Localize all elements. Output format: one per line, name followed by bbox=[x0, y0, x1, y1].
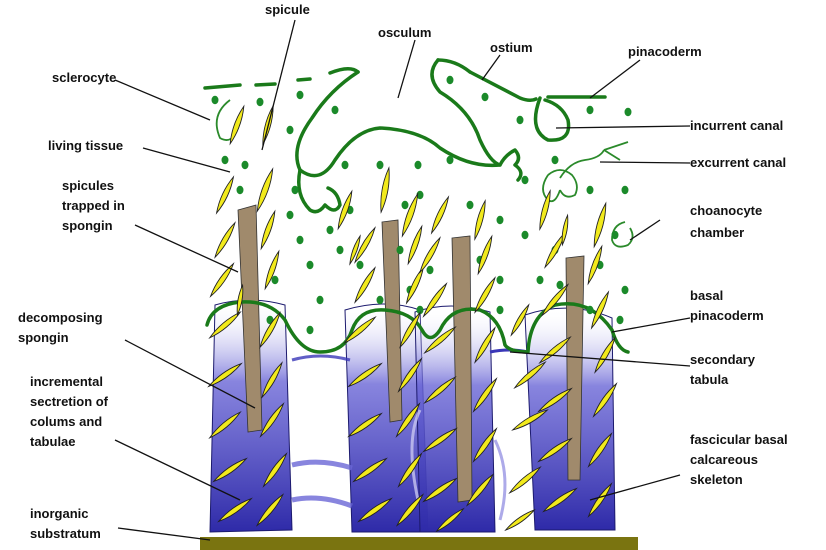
label-choanocyte-chamber: choanocyte chamber bbox=[690, 203, 766, 240]
cell bbox=[617, 316, 624, 324]
spicule-shape bbox=[476, 235, 495, 274]
cell bbox=[517, 116, 524, 124]
cell bbox=[625, 108, 632, 116]
spicule-shape bbox=[406, 225, 425, 264]
cell bbox=[415, 161, 422, 169]
cell bbox=[257, 98, 264, 106]
spicule-shape bbox=[504, 508, 535, 532]
cell bbox=[342, 161, 349, 169]
label-pinacoderm: pinacoderm bbox=[628, 44, 702, 59]
cell bbox=[467, 201, 474, 209]
cell bbox=[317, 296, 324, 304]
spicule-shape bbox=[228, 105, 247, 144]
spicule-shape bbox=[473, 276, 498, 313]
label-osculum: osculum bbox=[378, 25, 431, 40]
spicule-shape bbox=[214, 176, 236, 214]
label-fascicular-basal: fascicular basal calcareous skeleton bbox=[690, 432, 791, 487]
label-basal-pinacoderm: basal pinacoderm bbox=[690, 288, 764, 323]
label-inorganic-substratum: inorganic substratum bbox=[30, 506, 101, 541]
cell bbox=[402, 201, 409, 209]
cell bbox=[497, 276, 504, 284]
cell bbox=[237, 186, 244, 194]
spicule-shape bbox=[208, 262, 235, 298]
cell bbox=[482, 93, 489, 101]
cell bbox=[292, 186, 299, 194]
label-ostium: ostium bbox=[490, 40, 533, 55]
cell bbox=[337, 246, 344, 254]
cell bbox=[357, 261, 364, 269]
cell bbox=[287, 126, 294, 134]
cell bbox=[327, 226, 334, 234]
cell bbox=[212, 96, 219, 104]
cell bbox=[587, 186, 594, 194]
cell bbox=[377, 296, 384, 304]
spicule-shape bbox=[378, 167, 392, 212]
label-secondary-tabula: secondary tabula bbox=[690, 352, 759, 387]
cell bbox=[307, 261, 314, 269]
spicule-shape bbox=[263, 250, 282, 289]
label-spicule: spicule bbox=[265, 2, 310, 17]
cell bbox=[522, 176, 529, 184]
cell bbox=[272, 276, 279, 284]
label-living-tissue: living tissue bbox=[48, 138, 123, 153]
spicule-shape bbox=[213, 221, 238, 258]
cell bbox=[612, 231, 619, 239]
cell bbox=[557, 281, 564, 289]
cell bbox=[552, 156, 559, 164]
label-incremental-secretion: incremental sectretion of colums and tab… bbox=[30, 374, 112, 449]
label-sclerocyte: sclerocyte bbox=[52, 70, 116, 85]
label-excurrent-canal: excurrent canal bbox=[690, 155, 786, 170]
spicule-shape bbox=[353, 266, 378, 303]
cell bbox=[622, 186, 629, 194]
cell bbox=[377, 161, 384, 169]
label-incurrent-canal: incurrent canal bbox=[690, 118, 783, 133]
spicule-shape bbox=[259, 210, 278, 249]
cell bbox=[427, 266, 434, 274]
spicule-shape bbox=[255, 168, 276, 212]
spicule-shape bbox=[429, 196, 451, 234]
cell bbox=[497, 216, 504, 224]
cell bbox=[447, 76, 454, 84]
cell bbox=[242, 161, 249, 169]
cell bbox=[587, 106, 594, 114]
inorganic-substratum-bar bbox=[200, 537, 638, 550]
cell bbox=[287, 211, 294, 219]
spicule-shape bbox=[560, 215, 569, 245]
cell bbox=[307, 326, 314, 334]
cell bbox=[587, 306, 594, 314]
label-decomposing-spongin: decomposing spongin bbox=[18, 310, 106, 345]
cell bbox=[522, 231, 529, 239]
cell bbox=[222, 156, 229, 164]
cell bbox=[397, 246, 404, 254]
spicule-shape bbox=[591, 203, 608, 248]
cell bbox=[297, 91, 304, 99]
cell bbox=[332, 106, 339, 114]
upper-tissue bbox=[205, 60, 633, 247]
cell bbox=[497, 306, 504, 314]
spicule-shape bbox=[400, 193, 421, 237]
spicule-shape bbox=[472, 200, 487, 240]
cell bbox=[622, 286, 629, 294]
cell bbox=[297, 236, 304, 244]
label-spicules-trapped: spicules trapped in spongin bbox=[62, 178, 128, 233]
cell bbox=[447, 156, 454, 164]
cell bbox=[537, 276, 544, 284]
spicule-shape bbox=[404, 266, 426, 304]
